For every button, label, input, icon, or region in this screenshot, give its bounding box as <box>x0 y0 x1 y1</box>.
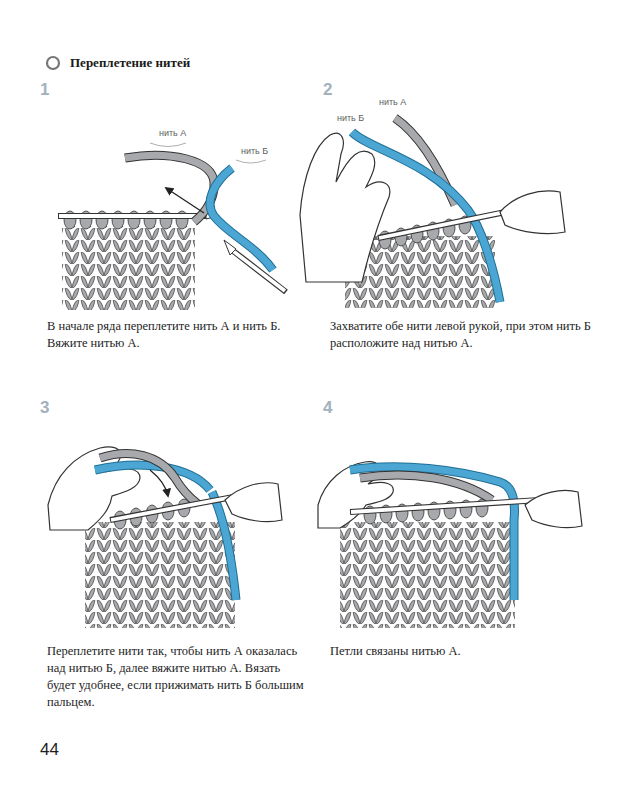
step-caption: Переплетите нити так, чтобы нить А оказа… <box>47 643 305 711</box>
heading-bullet <box>47 57 59 69</box>
illustration-part <box>360 475 492 500</box>
illustration-part <box>59 214 205 218</box>
illustration-part <box>95 465 210 490</box>
illustration-part <box>233 251 285 291</box>
needle <box>350 500 540 512</box>
yarn-a <box>100 454 198 504</box>
yarn-label: нить Б <box>240 146 269 156</box>
step-caption: В начале ряда переплетите нить А и нить … <box>47 318 305 352</box>
illustration-part <box>125 155 214 222</box>
step-4-figure <box>318 462 582 628</box>
yarn-a <box>360 475 492 500</box>
yarn-label: нить А <box>158 128 187 138</box>
illustration-part <box>350 467 514 600</box>
label-tick <box>236 160 266 163</box>
step-caption: Захватите обе нити левой рукой, при этом… <box>330 318 592 352</box>
needle <box>58 213 206 219</box>
right-hand <box>500 191 565 234</box>
direction-arrow <box>150 470 168 496</box>
step-caption: Петли связаны нитью А. <box>330 643 592 660</box>
knitted-swatch <box>62 226 195 310</box>
needle <box>232 250 286 292</box>
left-hand <box>300 133 390 282</box>
step-2-figure <box>300 118 565 308</box>
yarn-b <box>350 467 514 600</box>
step-1-figure <box>58 143 286 310</box>
heading: Переплетение нитей <box>70 55 190 71</box>
step-3-figure <box>48 447 282 628</box>
knitted-swatch <box>85 522 235 628</box>
direction-arrow <box>166 188 204 213</box>
right-hand <box>225 483 282 522</box>
label-tick <box>150 143 186 147</box>
step-number: 4 <box>323 398 332 418</box>
step-number: 2 <box>323 80 332 100</box>
step-number: 3 <box>40 398 49 418</box>
knitted-swatch <box>340 522 515 628</box>
yarn-a <box>125 155 214 222</box>
page-number: 44 <box>40 740 59 760</box>
yarn-label: нить А <box>378 97 407 107</box>
yarn-label: нить Б <box>336 113 365 123</box>
right-hand <box>525 491 582 528</box>
step-number: 1 <box>40 80 49 100</box>
illustration-part <box>100 454 198 504</box>
illustration-part <box>351 500 539 512</box>
illustration-part <box>224 240 236 255</box>
yarn-b <box>95 465 210 490</box>
